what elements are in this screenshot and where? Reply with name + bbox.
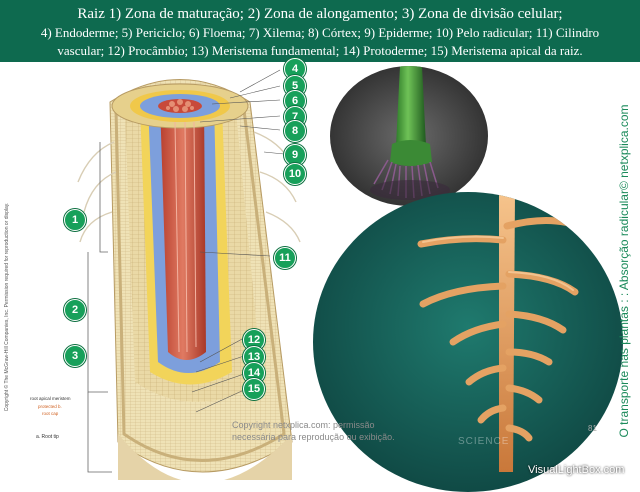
watermark-line-2: necessária para reprodução ou exibição. bbox=[232, 431, 395, 443]
root-closeup-image bbox=[330, 66, 488, 206]
root-hairs-image bbox=[313, 192, 623, 492]
watermark-line-1: Copyright netxplica.com: permissão bbox=[232, 419, 395, 431]
label-badge-1: 1 bbox=[64, 209, 86, 231]
root-hairs-sem-photo bbox=[313, 192, 623, 492]
page-number: 81 bbox=[588, 424, 597, 433]
label-root-cap: root cap bbox=[42, 411, 58, 416]
label-badge-10: 10 bbox=[284, 163, 306, 185]
label-badge-11: 11 bbox=[274, 247, 296, 269]
label-protected: protected b. bbox=[38, 404, 62, 409]
root-illustration bbox=[0, 62, 330, 480]
label-badge-8: 8 bbox=[284, 120, 306, 142]
label-badge-15: 15 bbox=[243, 378, 265, 400]
header-line-3: vascular; 12) Procâmbio; 13) Meristema f… bbox=[0, 42, 640, 60]
label-badge-3: 3 bbox=[64, 345, 86, 367]
header-banner: Raiz 1) Zona de maturação; 2) Zona de al… bbox=[0, 0, 640, 62]
root-closeup-photo bbox=[330, 66, 488, 206]
side-title: O transporte nas plantas : : Absorção ra… bbox=[611, 62, 637, 480]
root-tip-diagram: Copyright © The McGraw-Hill Companies, I… bbox=[0, 62, 330, 480]
label-root-apical-meristem: root apical meristem bbox=[30, 396, 71, 401]
diagram-copyright: Copyright © The McGraw-Hill Companies, I… bbox=[0, 142, 14, 472]
diagram-caption: a. Root tip bbox=[36, 434, 59, 440]
copyright-watermark: Copyright netxplica.com: permissão neces… bbox=[232, 419, 395, 443]
label-badge-2: 2 bbox=[64, 299, 86, 321]
visuallightbox-credit[interactable]: VisualLightBox.com bbox=[528, 464, 624, 476]
header-line-2: 4) Endoderme; 5) Periciclo; 6) Floema; 7… bbox=[0, 24, 640, 42]
science-watermark: SCIENCE bbox=[458, 436, 509, 447]
header-line-1: Raiz 1) Zona de maturação; 2) Zona de al… bbox=[0, 0, 640, 24]
